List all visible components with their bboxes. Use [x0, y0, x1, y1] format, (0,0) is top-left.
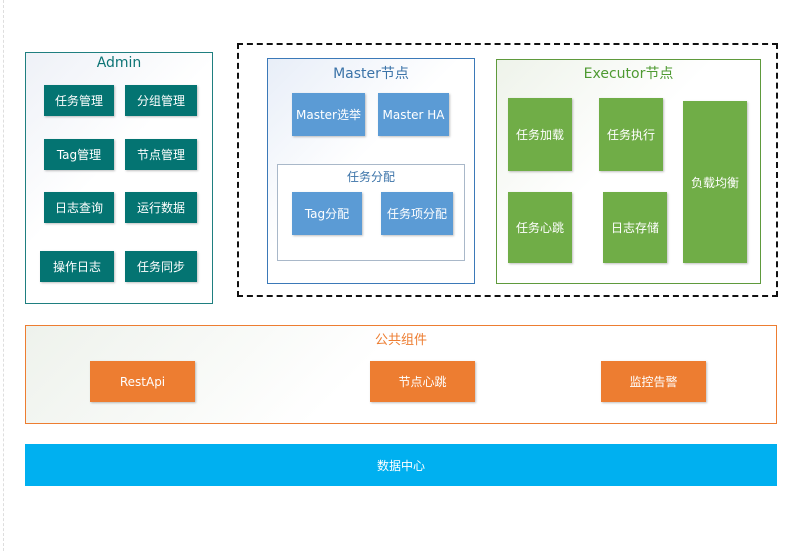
executor-task-load: 任务加载: [508, 98, 572, 171]
common-components-title: 公共组件: [374, 333, 427, 348]
node-heartbeat: 节点心跳: [370, 361, 475, 402]
cluster-frame: [237, 43, 778, 297]
monitor-alert: 监控告警: [601, 361, 706, 402]
master-election: Master选举: [292, 93, 365, 136]
tag-allocation: Tag分配: [292, 192, 362, 235]
master-title: Master节点: [333, 66, 409, 82]
master-ha: Master HA: [378, 93, 449, 136]
executor-task-exec: 任务执行: [599, 98, 663, 171]
data-center: 数据中心: [25, 444, 777, 486]
admin-node-management: 节点管理: [125, 139, 197, 170]
admin-runtime-data: 运行数据: [125, 192, 197, 223]
executor-load-balance: 负载均衡: [683, 101, 747, 263]
admin-log-query: 日志查询: [44, 192, 114, 223]
task-allocation-title: 任务分配: [346, 170, 395, 184]
admin-group-management: 分组管理: [125, 85, 197, 116]
rest-api: RestApi: [90, 361, 195, 402]
admin-operation-log: 操作日志: [40, 251, 114, 282]
admin-task-sync: 任务同步: [125, 251, 197, 282]
admin-title: Admin: [96, 55, 142, 71]
executor-log-storage: 日志存储: [603, 192, 667, 263]
admin-task-management: 任务管理: [44, 85, 114, 116]
admin-tag-management: Tag管理: [44, 139, 114, 170]
task-item-allocation: 任务项分配: [381, 192, 453, 235]
executor-task-heartbeat: 任务心跳: [508, 192, 572, 263]
executor-title: Executor节点: [583, 66, 674, 82]
page-left-border: [3, 0, 4, 551]
